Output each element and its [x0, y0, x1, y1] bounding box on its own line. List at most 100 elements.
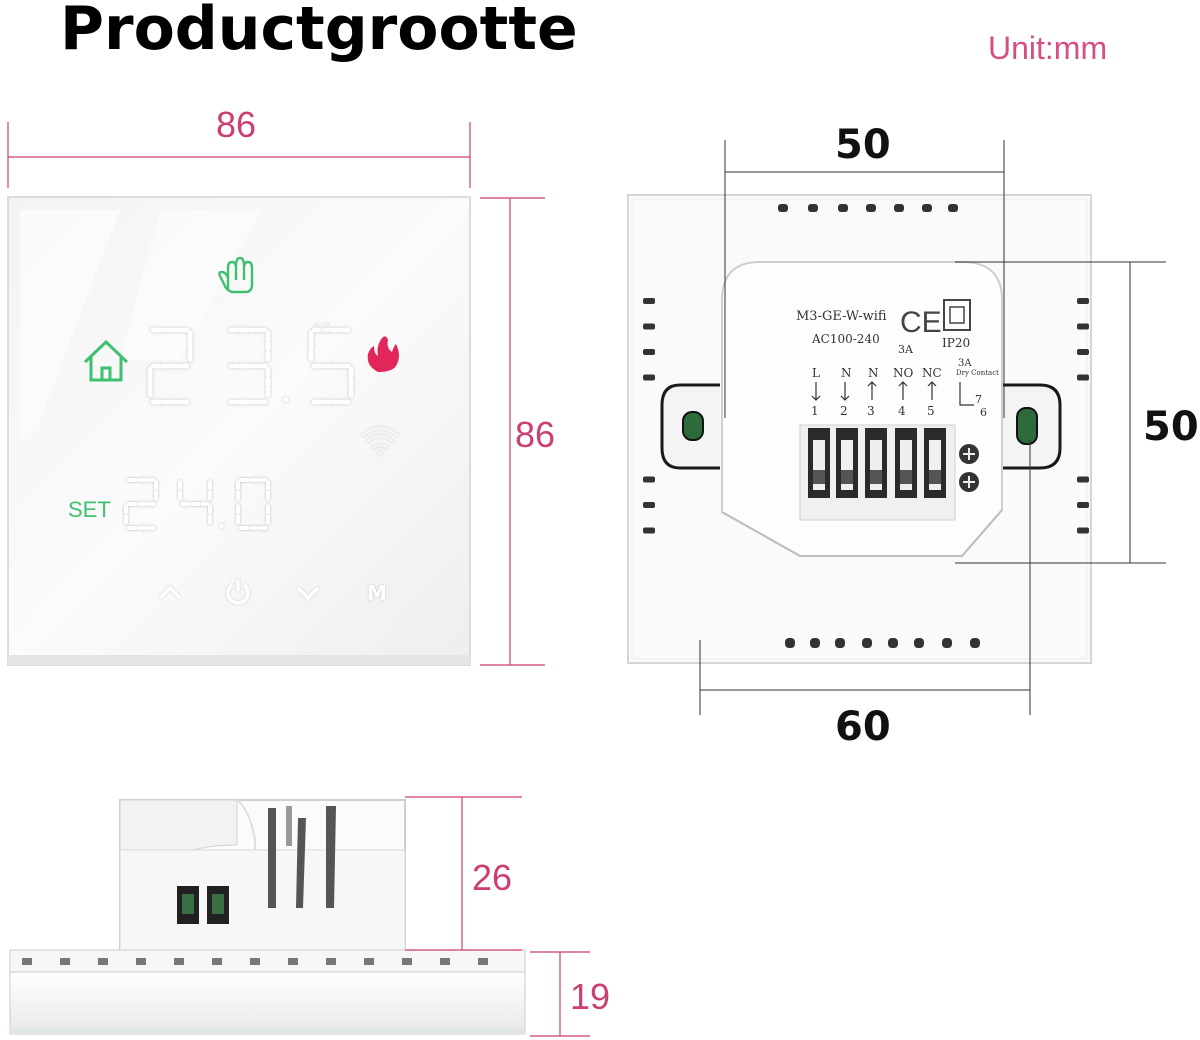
ce-mark: CE [900, 306, 942, 339]
base-clip [364, 958, 374, 965]
front-height-label: 86 [515, 414, 556, 455]
vent-slot [866, 204, 876, 212]
vent-slot [808, 204, 818, 212]
celsius-unit: °C [313, 321, 330, 337]
digit-2 [147, 327, 193, 405]
model-label: M3-GE-W-wifi [796, 309, 887, 324]
base-clip [402, 958, 412, 965]
vent-slot [810, 638, 820, 648]
terminal-label: NC [922, 366, 942, 380]
unit-label: Unit:mm [988, 30, 1108, 66]
vent-slot [948, 204, 958, 212]
vent-slot [914, 638, 924, 648]
base-clip [478, 958, 488, 965]
terminal-number: 3 [867, 404, 875, 418]
dry-contact-current: 3A [958, 358, 972, 369]
digit-5 [308, 327, 354, 405]
wifi-icon [361, 426, 399, 456]
base-clip [326, 958, 336, 965]
front-view: °C SET M [7, 122, 545, 666]
base-clip [212, 958, 222, 965]
vent-slots [643, 204, 1089, 648]
power-button[interactable] [226, 580, 250, 605]
vent-slot [643, 476, 655, 483]
vent-slot [838, 204, 848, 212]
heating-flame-icon [367, 336, 399, 372]
vent-slot [1077, 502, 1089, 508]
ip-rating-label: IP20 [942, 336, 970, 350]
side-depth-bottom-label: 19 [570, 976, 611, 1017]
vent-slot [1077, 476, 1089, 483]
manual-mode-icon [218, 256, 254, 294]
vent-slot [835, 638, 845, 648]
vent-slot [1077, 374, 1089, 381]
vent-slot [862, 638, 872, 648]
decimal-point [283, 397, 289, 402]
mounting-hole-left [660, 383, 720, 470]
terminal-number: 4 [898, 404, 906, 418]
base-clip [174, 958, 184, 965]
terminal-label: N [841, 366, 852, 380]
base-clip [136, 958, 146, 965]
back-height-label: 50 [1143, 404, 1199, 450]
vent-slot [643, 502, 655, 508]
terminal-number: 1 [811, 404, 819, 418]
digit-0 [236, 478, 270, 530]
vent-slot [643, 323, 655, 330]
terminal-label: NO [893, 366, 914, 380]
mode-button[interactable]: M [367, 581, 387, 605]
base-clip [250, 958, 260, 965]
home-icon [83, 339, 129, 382]
back-view: M3-GE-W-wifi CE AC100-240 3A IP20 3A Dry… [627, 140, 1166, 715]
side-depth-top-label: 26 [472, 857, 513, 898]
back-top-width-label: 50 [835, 122, 891, 168]
up-button[interactable] [158, 585, 182, 600]
terminal-block [808, 428, 946, 498]
set-label: SET [68, 497, 111, 522]
vent-slot [1077, 527, 1089, 534]
base-clip [98, 958, 108, 965]
digit-4 [178, 480, 212, 528]
vent-slot [778, 204, 788, 212]
voltage-label: AC100-240 [811, 332, 880, 346]
terminal-number: 2 [840, 404, 848, 418]
base-clip [288, 958, 298, 965]
decimal-point [219, 524, 224, 528]
room-temperature-display [147, 327, 354, 405]
current-label: 3A [898, 343, 914, 356]
terminal-label: L [812, 366, 820, 380]
vent-slot [1077, 298, 1089, 304]
base-clips [22, 958, 488, 965]
digit-3 [228, 327, 271, 405]
side-view [9, 796, 590, 1037]
vent-slot [643, 298, 655, 304]
terminal-labels: L 1 N 2 N 3 NO 4 NC 5 76 [811, 366, 987, 419]
dry-contact-label: Dry Contact [956, 369, 999, 377]
dry-contact-pin: 6 [980, 406, 987, 419]
vent-slot [1077, 323, 1089, 330]
vent-slot [894, 204, 904, 212]
vent-slot [970, 638, 980, 648]
page-title: Productgrootte [60, 0, 578, 64]
vent-slot [643, 349, 655, 355]
vent-slot [643, 527, 655, 534]
terminal-number: 5 [927, 404, 935, 418]
screw-terminals [959, 444, 979, 492]
front-width-label: 86 [216, 104, 257, 145]
base-clip [440, 958, 450, 965]
set-temperature-display [124, 478, 270, 530]
terminal-label: N [868, 366, 879, 380]
vent-slot [1077, 349, 1089, 355]
vent-slot [922, 204, 932, 212]
vent-slot [785, 638, 795, 648]
mounting-hole-right [1003, 383, 1062, 470]
back-bottom-width-label: 60 [835, 704, 891, 750]
vent-slot [643, 374, 655, 381]
base-clip [60, 958, 70, 965]
vent-slot [888, 638, 898, 648]
dry-contact-pin: 7 [975, 393, 982, 406]
base-clip [22, 958, 32, 965]
digit-2 [124, 478, 158, 530]
down-button[interactable] [296, 586, 320, 601]
